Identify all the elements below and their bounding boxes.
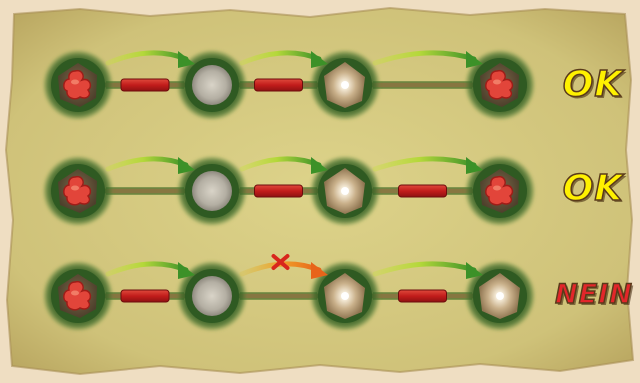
clearing-red-meeple (42, 155, 114, 227)
blocked-path-marker (399, 185, 447, 197)
blocked-path-marker (399, 290, 447, 302)
clearing-red-meeple (42, 49, 114, 121)
blocked-path-marker (255, 185, 303, 197)
verdict-label-row-2: OK (548, 168, 638, 209)
clearing-red-meeple (42, 260, 114, 332)
blocked-path-marker (255, 79, 303, 91)
verdict-label-row-3: NEIN (544, 279, 640, 310)
blocked-path-marker (121, 79, 169, 91)
blocked-path-marker (121, 290, 169, 302)
verdict-label-row-1: OK (548, 64, 638, 105)
